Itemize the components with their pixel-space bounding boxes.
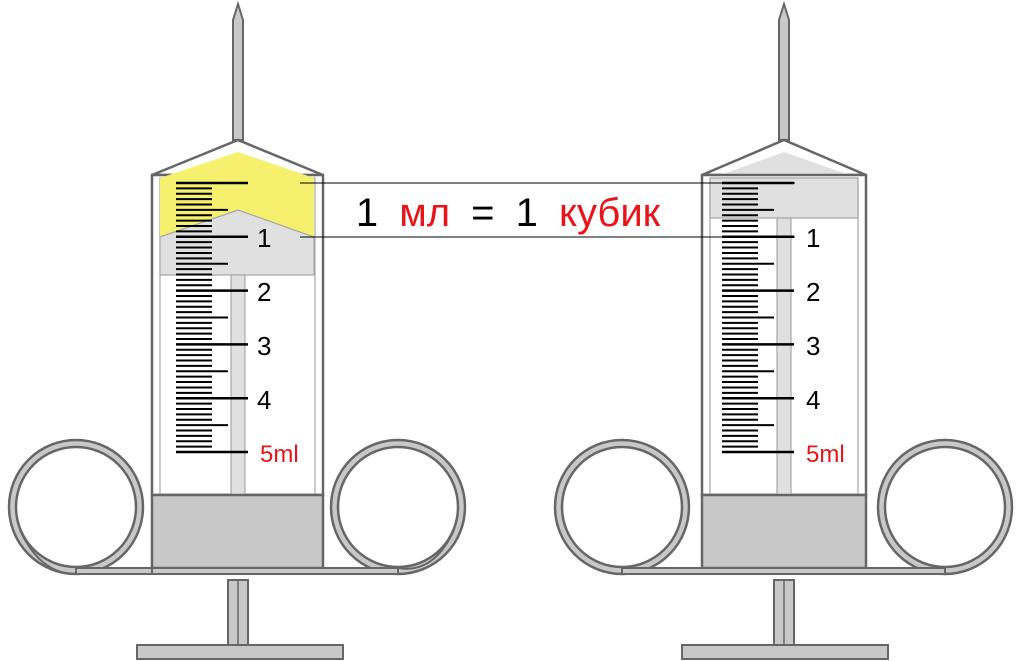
liquid-fill (160, 178, 314, 237)
scale-ticks (176, 181, 248, 454)
plunger-rod (776, 217, 792, 496)
syringe-left: 1 2 3 4 5ml (7, 0, 467, 660)
scale-label-2: 2 (806, 277, 820, 307)
scale-label-5ml: 5ml (260, 441, 299, 468)
syringe-right: 1 2 3 4 5ml (553, 0, 1014, 660)
equivalence-caption: 1 мл = 1 кубик (356, 191, 661, 235)
caption-number-right: 1 (516, 191, 538, 235)
caption-unit-right: кубик (559, 191, 661, 235)
scale-label-1: 1 (806, 223, 820, 253)
scale-label-4: 4 (257, 385, 271, 415)
scale-label-4: 4 (806, 385, 820, 415)
scale-label-2: 2 (257, 277, 271, 307)
scale-ticks (722, 181, 794, 454)
scale-label-5ml: 5ml (806, 441, 845, 468)
caption-equals: = (471, 191, 494, 235)
scale-label-1: 1 (257, 223, 271, 253)
needle (232, 0, 244, 141)
scale-label-3: 3 (806, 331, 820, 361)
stand-foot (136, 644, 344, 660)
syringe-base (700, 493, 868, 570)
stand-foot (681, 644, 889, 660)
scale-label-3: 3 (257, 331, 271, 361)
caption-unit-left: мл (399, 191, 450, 235)
syringe-base (150, 493, 325, 570)
plunger-head (709, 177, 859, 219)
caption-number-left: 1 (356, 191, 378, 235)
plunger-rod (230, 274, 246, 496)
needle (778, 0, 790, 141)
